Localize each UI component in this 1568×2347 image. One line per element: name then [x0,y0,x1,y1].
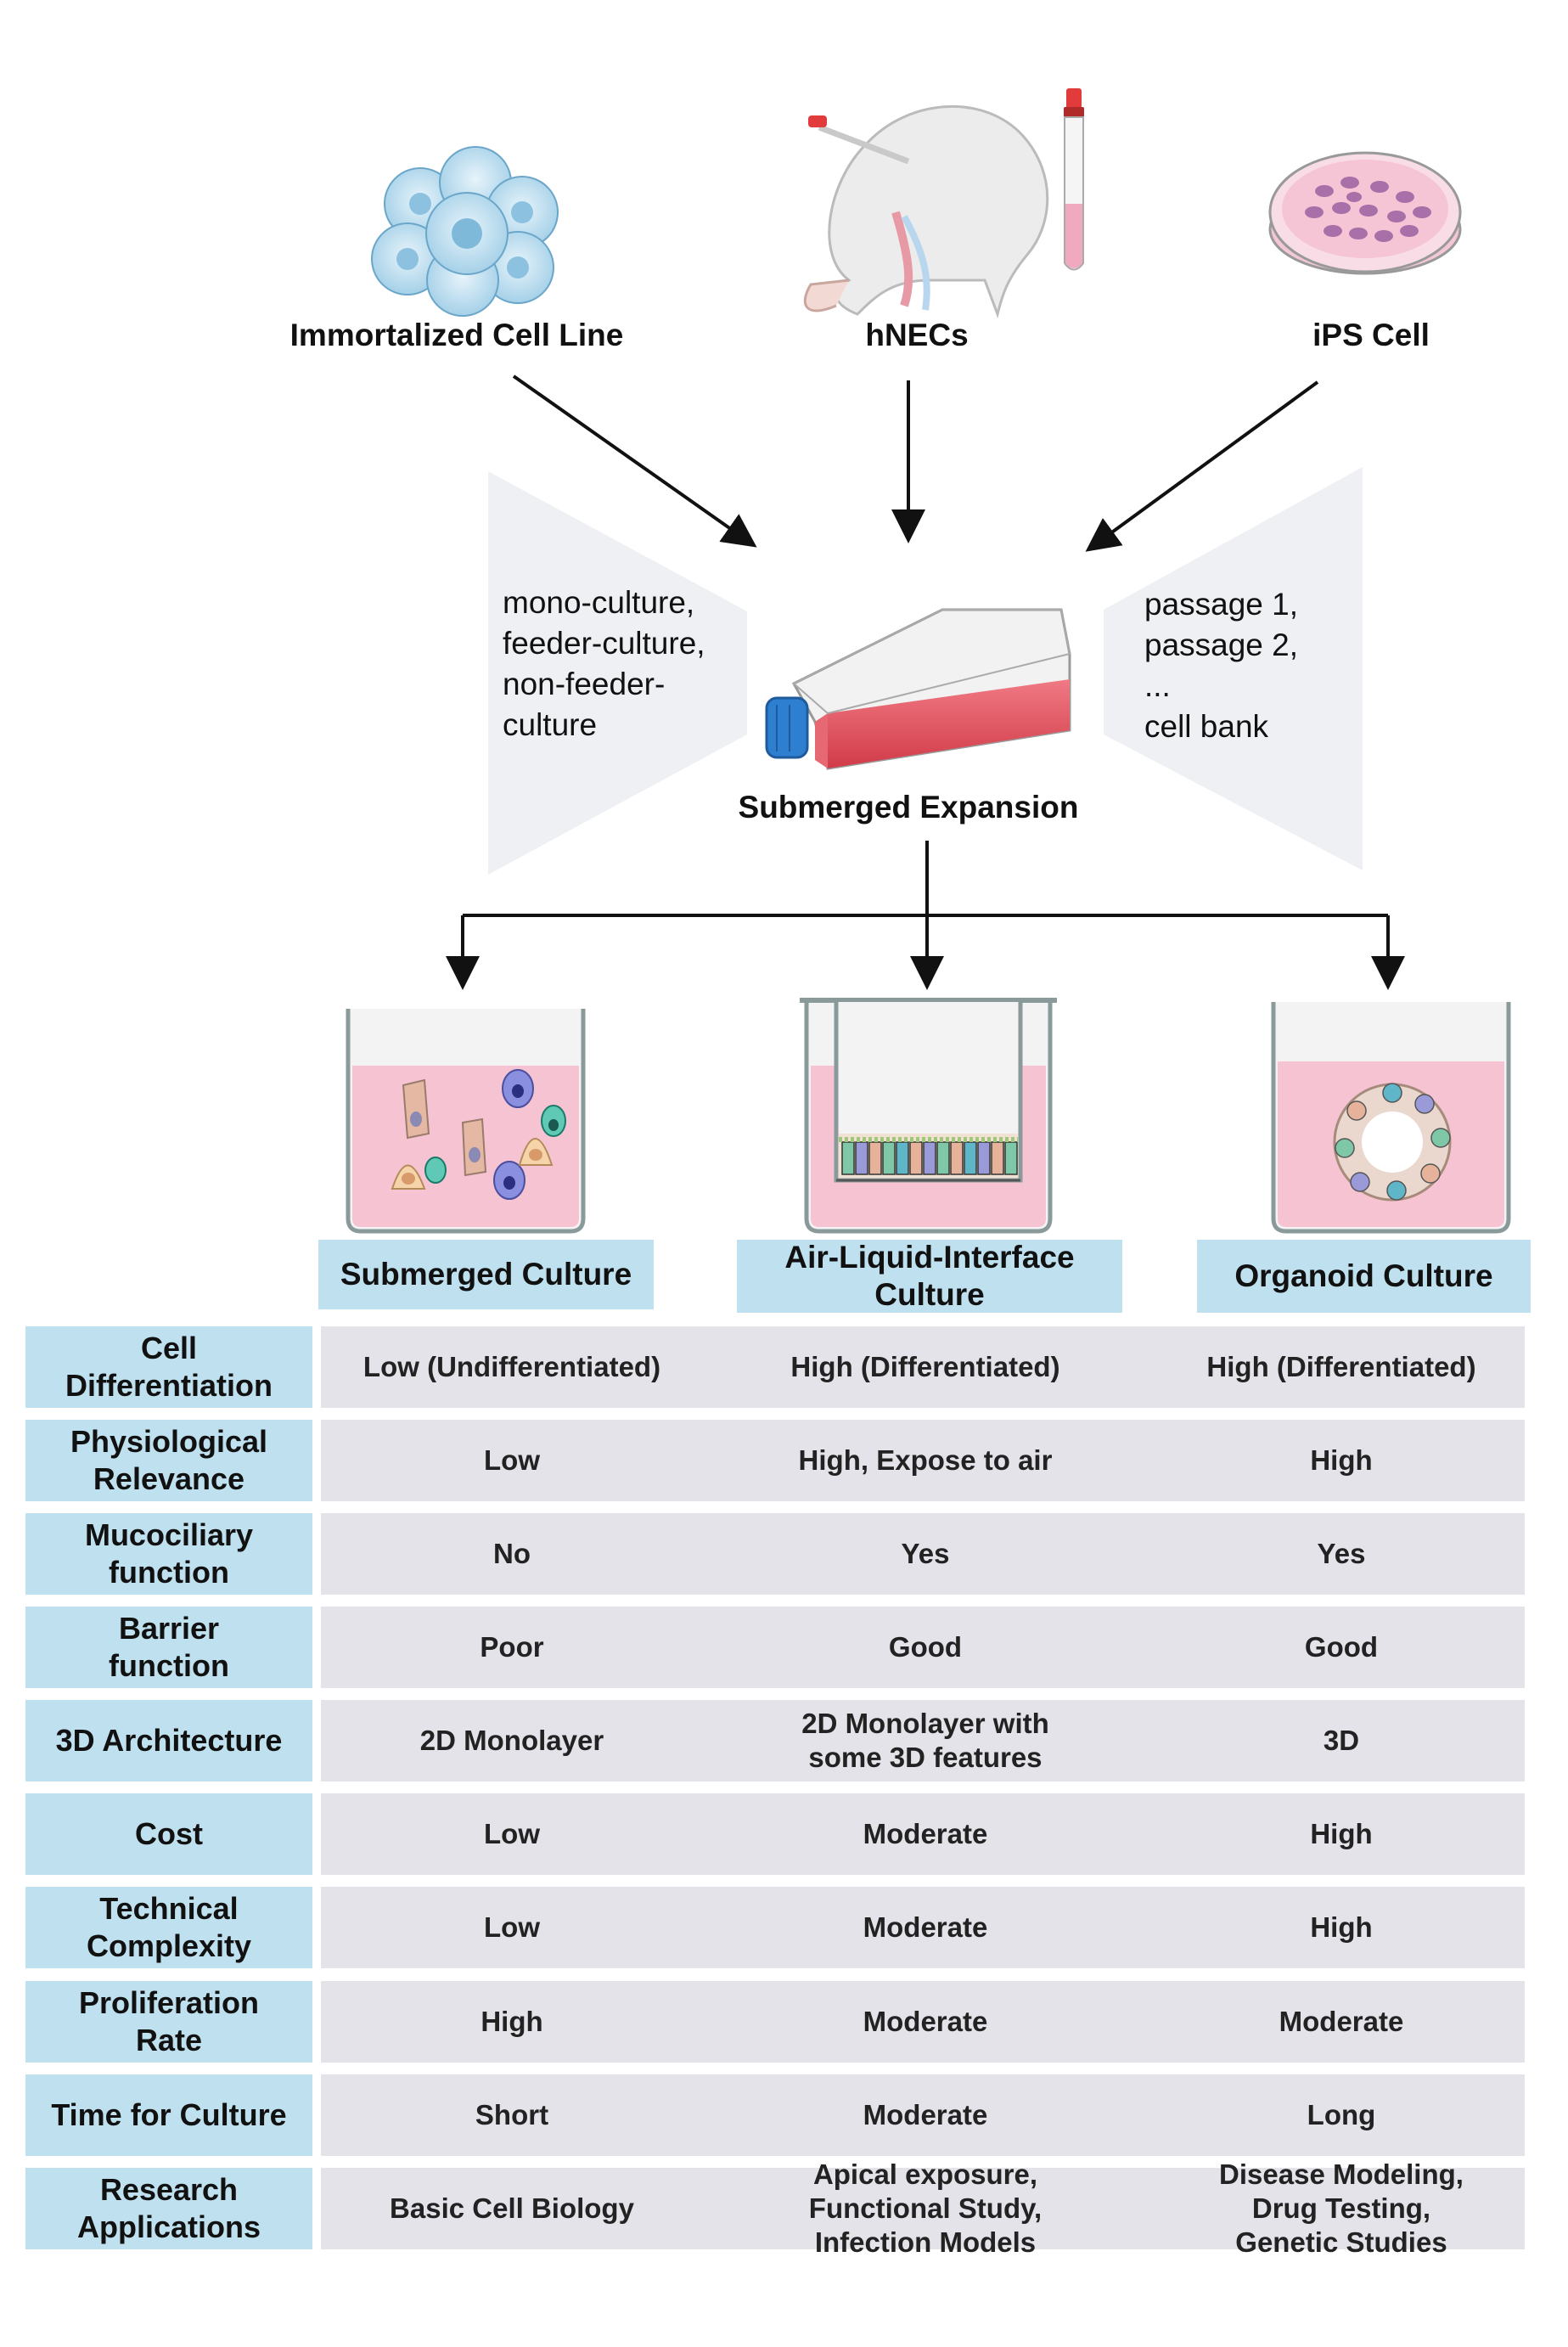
table-cell: Basic Cell Biology [390,2192,634,2224]
table-cell: Poor [480,1631,544,1663]
table-cell: High (Differentiated) [790,1351,1060,1382]
table-cell: Good [1304,1631,1379,1663]
row-label: Proliferation Rate [25,1981,312,2063]
row-label: Technical Complexity [25,1887,312,1968]
table-row [321,1887,1525,1968]
table-cell: 2D Monolayer with some 3D features [801,1708,1049,1773]
table-row [321,2168,1525,2249]
table-row [321,1326,1525,1408]
cell-cluster-icon [371,146,559,317]
table-row [321,2074,1525,2156]
table-cell: Long [1307,2099,1376,2130]
table-cell: Short [475,2099,549,2130]
table-cell: Apical exposure, Functional Study, Infec… [808,2158,1043,2258]
passage-line: cell bank [1144,709,1269,744]
expansion-method-line: feeder-culture, [503,626,705,661]
passage-line: passage 1, [1144,587,1299,622]
table-row [321,1793,1525,1875]
table-cell: High, Expose to air [798,1444,1053,1476]
left-fan-shape [488,471,747,875]
workflow-diagram [346,88,1511,1234]
expansion-method-line: culture [503,707,598,742]
table-row [321,1513,1525,1595]
row-label: Time for Culture [25,2074,312,2156]
row-label: Physiological Relevance [25,1420,312,1501]
table-cell: Yes [1317,1538,1366,1569]
table-cell: High (Differentiated) [1206,1351,1476,1382]
table-row [321,1607,1525,1688]
table-cell: 3D [1323,1725,1360,1756]
table-row [321,1981,1525,2063]
arrow-ips [1085,380,1319,552]
right-fan-shape [1104,467,1363,870]
row-label: Research Applications [25,2168,312,2249]
column-header-submerged: Submerged Culture [318,1240,654,1309]
passage-line: ... [1144,668,1171,703]
table-cell: Moderate [863,1818,988,1849]
table-cell: Low [484,1444,540,1476]
row-label: Barrier function [25,1607,312,1688]
source-label-hnecs: hNECs [865,318,969,352]
table-cell: Moderate [863,2006,988,2037]
column-header-ali: Air-Liquid-Interface Culture [737,1240,1122,1313]
column-header-organoid: Organoid Culture [1197,1240,1531,1313]
table-cell: Moderate [863,2099,988,2130]
row-label: Cost [25,1793,312,1875]
table-cell: Low (Undifferentiated) [362,1351,661,1382]
table-cell: No [493,1538,531,1569]
expansion-methods-text: mono-culture, feeder-culture, non-feeder… [503,583,705,746]
test-tube-icon [1064,88,1084,271]
table-cell: High [1310,1444,1373,1476]
submerged-well-icon [346,1009,586,1234]
table-cell: Low [484,1818,540,1849]
arrow-immortalized [512,374,757,548]
table-cell: Yes [901,1538,950,1569]
table-cell: Moderate [863,1911,988,1943]
table-cell: Low [484,1911,540,1943]
source-label-ips: iPS Cell [1312,318,1430,352]
table-cell: Good [888,1631,963,1663]
table-row [321,1420,1525,1501]
transwell-icon [800,998,1057,1234]
row-label: Cell Differentiation [25,1326,312,1408]
table-row [321,1700,1525,1781]
source-label-immortalized: Immortalized Cell Line [289,318,624,352]
row-label: Mucociliary function [25,1513,312,1595]
nasal-swab-head-icon [803,105,1049,319]
culture-flask-icon [765,608,1071,770]
row-label: 3D Architecture [25,1700,312,1781]
table-cell: High [1310,1818,1373,1849]
expansion-method-line: mono-culture, [503,585,695,620]
table-cell: High [1310,1911,1373,1943]
petri-dish-icon [1268,151,1462,275]
table-cell: Disease Modeling, Drug Testing, Genetic … [1219,2158,1464,2258]
expansion-method-line: non-feeder- [503,667,666,701]
passage-info-text: passage 1, passage 2, ... cell bank [1144,584,1298,747]
passage-line: passage 2, [1144,628,1299,662]
table-cell: High [481,2006,543,2037]
organoid-well-icon [1271,1002,1511,1234]
expansion-label: Submerged Expansion [738,790,1079,825]
table-cell: 2D Monolayer [419,1725,604,1756]
table-cell: Moderate [1279,2006,1404,2037]
